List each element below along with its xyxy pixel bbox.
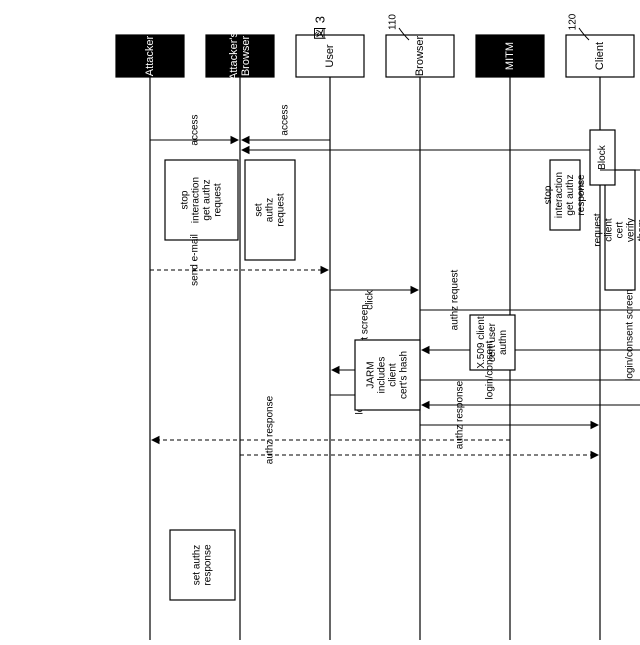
- label-login-consent-screen: login/consent screen: [625, 289, 636, 381]
- participant-label-browser: Browser: [414, 35, 426, 76]
- participant-label-attacker: Attacker: [144, 35, 156, 76]
- participant-label-attacker_browser: Attacker'sBrowser: [228, 32, 252, 80]
- label-authz-response-b: authz response: [265, 395, 276, 464]
- label-access-attacker: access: [190, 114, 201, 145]
- participant-label-user: User: [324, 44, 336, 68]
- rotated-sequence-group: Attacker Attacker'sBrowser User Browser MITM…: [116, 13, 640, 640]
- label-access-user: access: [280, 104, 291, 135]
- label-authz-response-a: authz response: [455, 380, 466, 449]
- note-block-text: Block: [597, 144, 608, 169]
- label-login-consent-browser: login/consent: [485, 340, 496, 399]
- participant-label-mitm: MITM: [504, 42, 516, 70]
- reference-number-client: 120: [568, 13, 579, 30]
- participant-label-client: Client: [594, 42, 606, 70]
- note-set-authz-response-text: set authzresponse: [192, 544, 214, 586]
- label-send-email: send e-mail: [190, 234, 201, 286]
- reference-number-browser: 110: [388, 14, 399, 30]
- figure-label: 図 3: [313, 16, 328, 40]
- label-authz-request: authz request: [450, 269, 461, 330]
